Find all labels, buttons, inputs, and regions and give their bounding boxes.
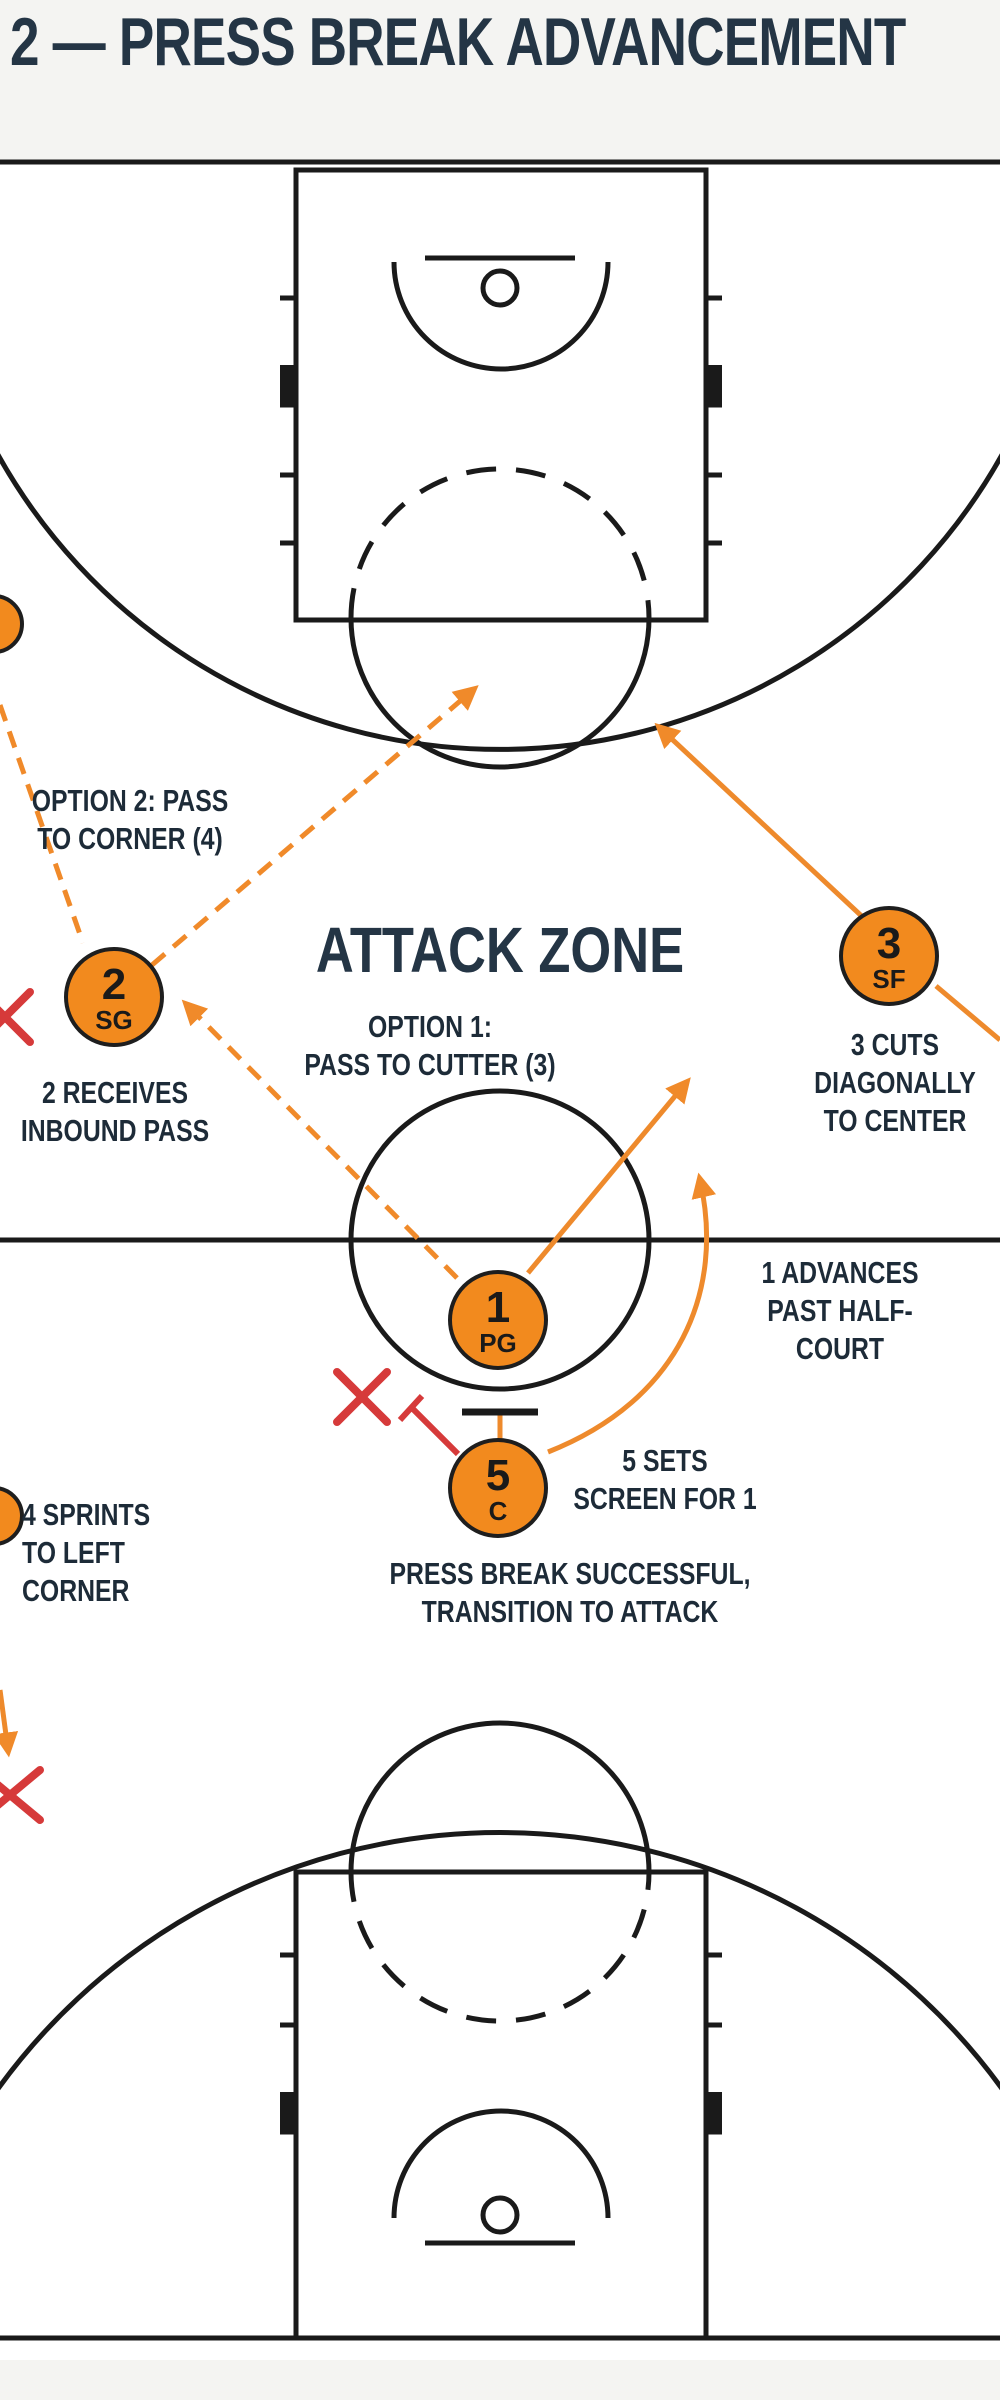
defender-x-icon <box>333 1368 391 1426</box>
attack-zone-label: ATTACK ZONE <box>315 914 685 986</box>
top-restricted-arc <box>391 261 611 372</box>
bottom-rim <box>480 2195 520 2235</box>
sf-entry-line <box>934 984 1000 1042</box>
screen-curl-arrow <box>547 1172 717 1455</box>
bottom-restricted-arc <box>391 2108 611 2219</box>
top-three-point-arc <box>0 453 1000 752</box>
pass-arrow-option-1 <box>181 999 459 1280</box>
inbound-pass-arrow <box>0 704 86 944</box>
player-3-sf: 3 SF <box>839 906 939 1006</box>
defenders <box>0 988 391 1824</box>
sprint-corner-arrow <box>0 1689 19 1758</box>
player-1-pg: 1 PG <box>448 1270 548 1370</box>
top-free-throw-circle-dashed <box>348 466 652 619</box>
pass-arrows <box>0 685 479 1280</box>
receives-label: 2 RECEIVES INBOUND PASS <box>20 1075 210 1148</box>
pg-advance-arrow <box>526 1077 691 1275</box>
defender-x-icon <box>0 1766 44 1824</box>
cuts-label: 3 CUTS DIAGONALLY TO CENTER <box>814 1027 976 1138</box>
sf-cut-arrow <box>654 722 870 924</box>
center-circle <box>348 1088 652 1392</box>
option-2-label: OPTION 2: PASS TO CORNER (4) <box>31 783 229 856</box>
defender-deny-line <box>397 1393 461 1457</box>
option-1-label: OPTION 1: PASS TO CUTTER (3) <box>304 1009 556 1082</box>
advances-label: 1 ADVANCES PAST HALF- COURT <box>761 1255 919 1366</box>
bottom-free-throw-circle-top <box>348 1720 652 1873</box>
move-arrows <box>0 722 1000 1758</box>
bottom-free-throw-circle-dashed <box>348 1871 652 2024</box>
pass-arrow-option-2 <box>150 685 479 967</box>
top-rim <box>480 268 520 308</box>
sprints-label: 4 SPRINTS TO LEFT CORNER <box>22 1497 151 1608</box>
player-2-sg: 2 SG <box>64 947 164 1047</box>
lane-blocks <box>280 365 722 2132</box>
defender-x-icon <box>0 988 34 1046</box>
court-floor <box>0 160 1000 2360</box>
player-5-c: 5 C <box>448 1438 548 1538</box>
top-free-throw-circle-bottom <box>348 617 652 770</box>
screen-label: 5 SETS SCREEN FOR 1 <box>573 1443 757 1516</box>
bottom-three-point-arc <box>0 1830 1000 2091</box>
success-label: PRESS BREAK SUCCESSFUL, TRANSITION TO AT… <box>389 1556 751 1629</box>
page-title: 2 — PRESS BREAK ADVANCEMENT <box>10 4 906 80</box>
